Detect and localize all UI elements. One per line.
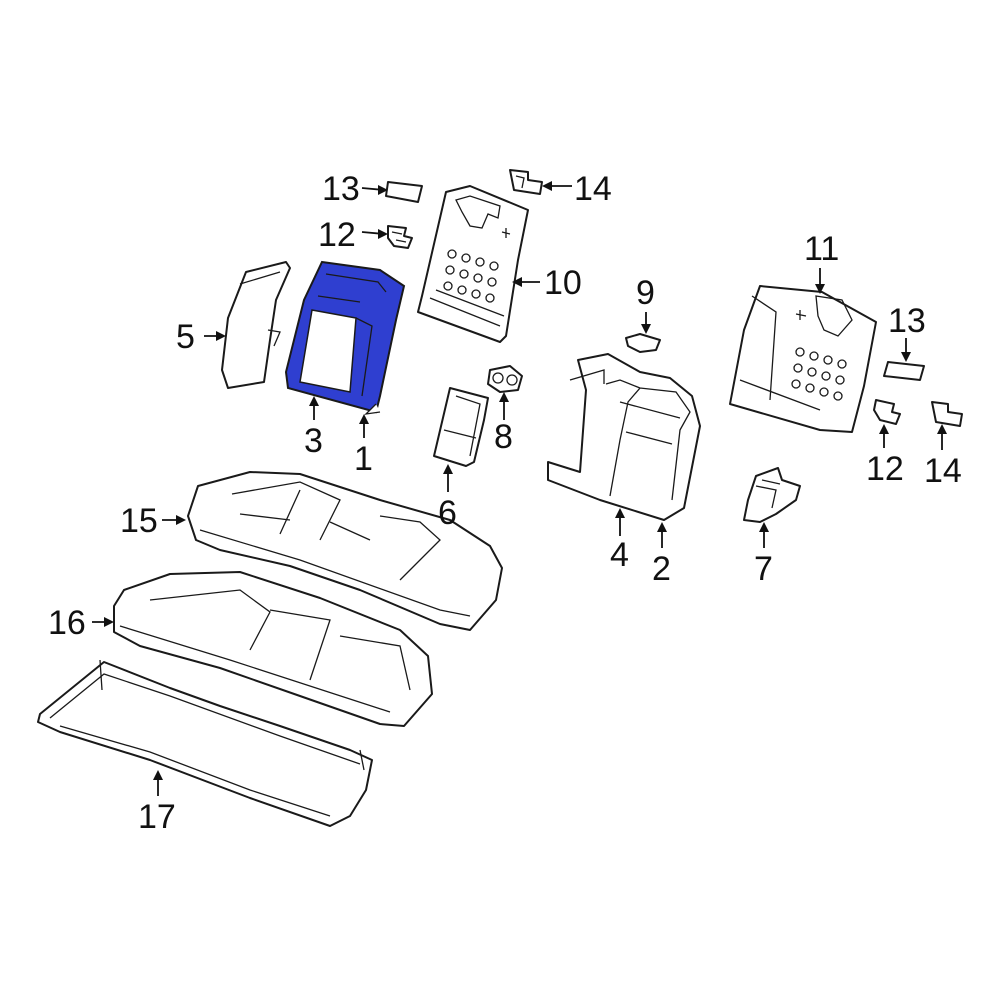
callout-6: 6	[438, 494, 457, 532]
part-17-cushion-frame[interactable]	[37, 659, 373, 827]
part-7-bracket[interactable]	[743, 467, 801, 523]
part-6-armrest[interactable]	[433, 387, 489, 467]
part-14-hook-top[interactable]	[509, 169, 543, 195]
callout-9: 9	[636, 274, 655, 312]
callout-4: 4	[610, 536, 629, 574]
callout-3: 3	[304, 422, 323, 460]
part-9-handle[interactable]	[625, 333, 661, 353]
callout-17: 17	[138, 798, 176, 836]
part-3-seat-back-cover[interactable]	[284, 260, 406, 415]
part-5-side-bolster[interactable]	[221, 261, 291, 389]
callout-11: 11	[804, 230, 839, 268]
callout-16: 16	[48, 604, 86, 642]
part-16-seat-cushion-pad[interactable]	[113, 571, 433, 727]
part-11-seat-back-frame-right[interactable]	[729, 285, 877, 433]
callout-5: 5	[176, 318, 195, 356]
callout-13-right: 13	[888, 302, 926, 340]
part-12-clip-right[interactable]	[873, 399, 901, 425]
part-4-seat-back-right[interactable]	[547, 353, 701, 521]
part-12-clip-left[interactable]	[387, 225, 413, 249]
callout-arrows	[92, 181, 947, 796]
callout-1: 1	[354, 440, 373, 478]
part-8-bezel[interactable]	[487, 365, 523, 393]
callout-10: 10	[544, 264, 582, 302]
callout-12-right: 12	[866, 450, 904, 488]
callout-14-right: 14	[924, 452, 962, 490]
part-14-hook-right[interactable]	[931, 401, 963, 427]
part-10-seat-back-frame-left[interactable]	[417, 185, 529, 343]
callout-13-left: 13	[322, 170, 360, 208]
part-15-seat-cushion-cover[interactable]	[187, 471, 503, 631]
callout-8: 8	[494, 418, 513, 456]
callout-7: 7	[754, 550, 773, 588]
part-13-label-left[interactable]	[385, 181, 423, 203]
part-13-label-right[interactable]	[883, 361, 925, 381]
callout-2: 2	[652, 550, 671, 588]
callout-14-top: 14	[574, 170, 612, 208]
callout-15: 15	[120, 502, 158, 540]
callout-12-left: 12	[318, 216, 356, 254]
